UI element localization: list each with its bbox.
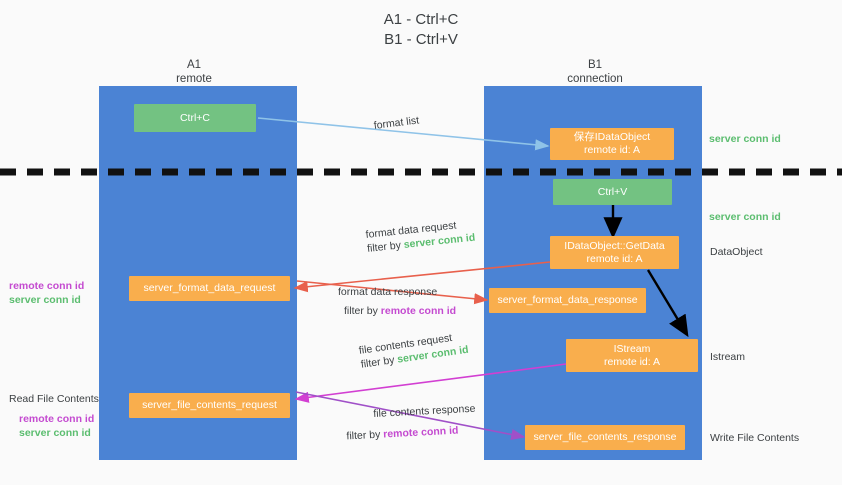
column-header-b1-sub: connection [567,73,623,85]
page-title: A1 - Ctrl+C B1 - Ctrl+V [0,10,842,50]
annotation-left-server-conn-id-1: server conn id [9,294,81,306]
node-server-file-contents-response-label: server_file_contents_response [533,431,677,443]
edge-label-file-contents-response-filter-key: remote conn id [382,424,459,441]
edge-label-format-data-response-filter-key: remote conn id [380,305,457,317]
node-istream[interactable]: IStream remote id: A [566,339,698,372]
column-header-a1-sub: remote [176,73,212,85]
node-getdata-line1: IDataObject::GetData [564,239,665,252]
node-server-format-data-response[interactable]: server_format_data_response [489,288,646,313]
arrow-format-data-request [293,261,551,293]
edge-label-format-data-response-filter: filter by remote conn id [344,304,456,318]
annotation-server-conn-id-top: server conn id [709,133,781,145]
annotation-left-remote-conn-id-1: remote conn id [9,280,85,292]
annotation-left-server-conn-id-2: server conn id [19,427,91,439]
node-ctrl-v-label: Ctrl+V [597,185,628,198]
annotation-dataobject: DataObject [710,246,763,258]
column-header-a1: A1 remote [144,58,244,86]
annotation-write-file-contents: Write File Contents [710,432,800,444]
edge-label-format-data-response-filter-prefix: filter by [344,305,381,317]
node-server-format-data-request-label: server_format_data_request [143,282,276,294]
node-istream-line1: IStream [613,342,651,355]
annotation-read-file-contents: Read File Contents [9,393,99,405]
arrow-format-data-response [296,280,489,305]
node-server-file-contents-request-label: server_file_contents_request [142,399,277,411]
title-line-1: A1 - Ctrl+C [383,11,459,28]
node-server-file-contents-request[interactable]: server_file_contents_request [129,393,290,418]
arrow-file-contents-response [295,391,526,441]
edge-label-file-contents-response-filter-prefix: filter by [346,428,384,443]
edge-label-format-data-response-line1: format data response [338,286,438,298]
edge-label-file-contents-response: file contents response filter by remote … [346,402,477,443]
node-ctrl-v[interactable]: Ctrl+V [553,179,672,205]
column-header-a1-name: A1 [186,59,202,71]
node-getdata-line2: remote id: A [586,252,643,265]
node-ctrl-c-label: Ctrl+C [179,111,211,124]
node-dataobject-created-line2: remote id: A [583,144,641,156]
edge-label-format-data-request-filter-prefix: filter by [366,239,405,255]
arrow-getdata-to-istream [646,269,689,338]
column-header-b1: B1 connection [545,58,645,86]
annotation-server-conn-id-mid: server conn id [709,211,781,223]
node-server-file-contents-response[interactable]: server_file_contents_response [525,425,685,450]
column-header-b1-name: B1 [587,59,603,71]
annotation-istream: Istream [710,351,746,363]
annotation-left-remote-conn-id-2: remote conn id [19,413,95,425]
edge-label-format-data-response: format data response filter by remote co… [338,285,456,318]
node-server-format-data-request[interactable]: server_format_data_request [129,276,290,301]
title-line-2: B1 - Ctrl+V [384,31,458,48]
arrow-file-contents-request [294,363,567,403]
node-server-format-data-response-label: server_format_data_response [497,294,638,306]
node-getdata[interactable]: IDataObject::GetData remote id: A [550,236,679,269]
node-ctrl-c[interactable]: Ctrl+C [134,104,256,132]
node-istream-line2: remote id: A [603,355,661,368]
node-dataobject-created-line1: 保存IDataObject [573,131,651,143]
node-dataobject-created[interactable]: 保存IDataObject remote id: A [550,128,674,160]
arrow-format-list [257,117,550,151]
